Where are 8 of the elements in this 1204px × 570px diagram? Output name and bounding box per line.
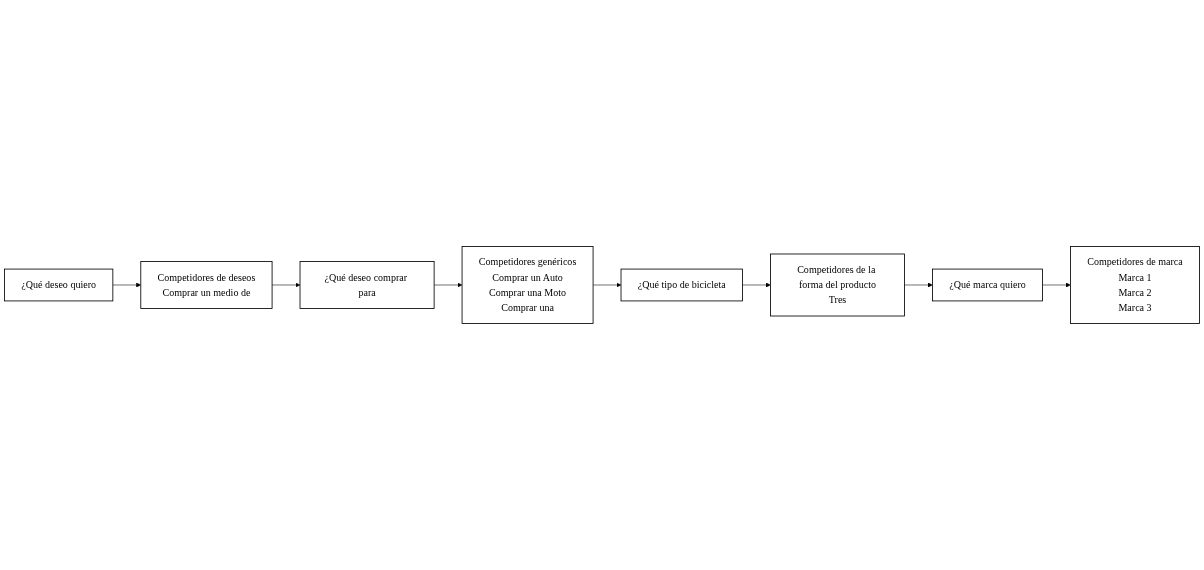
node-box: ¿Qué deseo quiero — [4, 268, 114, 302]
node-box: ¿Qué marca quiero — [932, 268, 1043, 302]
node-box: ¿Qué deseo comprar para — [299, 261, 435, 309]
node-box: Competidores de la forma del producto Tres — [770, 253, 905, 317]
node-box: ¿Qué tipo de bicicleta — [620, 268, 743, 302]
node-box: Competidores de marca Marca 1 Marca 2 Marca 3 — [1070, 246, 1200, 324]
node-box: Competidores genéricos Comprar un Auto Comprar una Moto Comprar una — [461, 246, 594, 324]
node-box: Competidores de deseos Comprar un medio de — [140, 261, 273, 309]
